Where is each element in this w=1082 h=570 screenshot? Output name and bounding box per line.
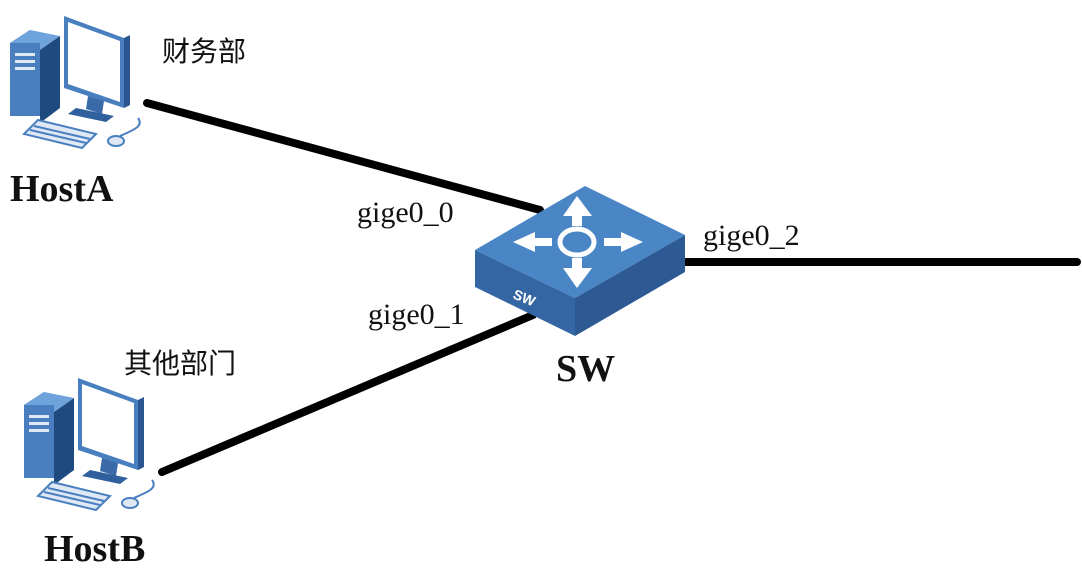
link-hosta-switch	[143, 99, 544, 214]
link-hostb-switch	[158, 311, 537, 476]
switch-name-label: SW	[556, 348, 616, 390]
hostb-department-label: 其他部门	[124, 347, 237, 380]
hostb-name-label: HostB	[44, 528, 146, 570]
port-label-gige0-2: gige0_2	[703, 219, 800, 252]
hosta-computer-icon	[9, 15, 141, 149]
hosta-name-label: HostA	[10, 168, 114, 210]
hostb-computer-icon	[23, 377, 155, 511]
port-label-gige0-0: gige0_0	[357, 196, 454, 229]
port-label-gige0-1: gige0_1	[368, 298, 465, 331]
network-switch-icon: SW	[475, 186, 685, 336]
hosta-department-label: 财务部	[162, 35, 247, 68]
